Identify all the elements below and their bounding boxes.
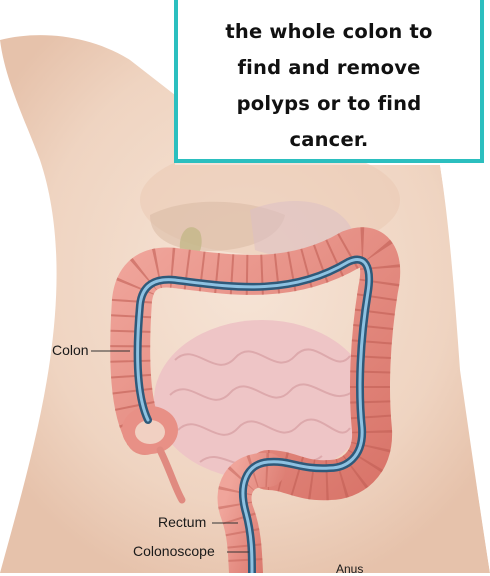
rectum-label: Rectum	[158, 514, 206, 530]
anus-label: Anus	[336, 562, 363, 576]
colonoscope-label: Colonoscope	[133, 543, 215, 559]
caption-box: the whole colon to find and remove polyp…	[174, 0, 484, 163]
colon-label: Colon	[52, 342, 89, 358]
caption-text: the whole colon to find and remove polyp…	[178, 14, 480, 158]
